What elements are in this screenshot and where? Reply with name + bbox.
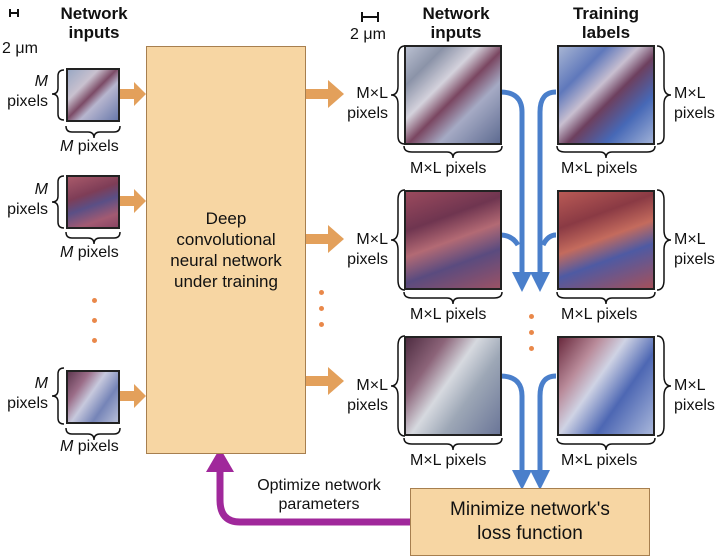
right-row2-width-label: M×L pixels — [410, 306, 487, 323]
labels-row2-width-label: M×L pixels — [561, 306, 638, 323]
feedback-arrow — [216, 468, 410, 526]
labels-row1-width-label: M×L pixels — [561, 160, 638, 177]
output-input-tile-1 — [404, 45, 502, 145]
label-tile-3 — [557, 336, 655, 436]
header-training-labels: Training labels — [572, 4, 640, 42]
blue-line-input-1 — [499, 89, 532, 292]
optimize-parameters-label: Optimize network parameters — [257, 477, 381, 513]
header-right-network-inputs: Network inputs — [422, 4, 490, 42]
feedback-arrowhead — [206, 448, 234, 472]
labels-row3-width-label: M×L pixels — [561, 452, 638, 469]
ellipsis-dot — [529, 330, 534, 335]
blue-line-label-3 — [530, 373, 557, 490]
ellipsis-dot — [92, 338, 97, 343]
orange-arrow-1 — [120, 82, 146, 106]
orange-arrow-3 — [120, 384, 146, 408]
input-to-network-arrows — [120, 80, 344, 408]
ellipsis-dot — [319, 290, 324, 295]
orange-arrow-2 — [120, 189, 146, 213]
header-left-network-inputs: Network inputs — [60, 4, 128, 42]
blue-line-label-2 — [540, 232, 557, 247]
ellipsis-dot — [92, 298, 97, 303]
blue-line-label-1 — [530, 89, 557, 292]
ellipsis-dot — [529, 346, 534, 351]
output-input-tile-3 — [404, 336, 502, 436]
ellipsis-dot — [92, 318, 97, 323]
ellipsis-dot — [319, 306, 324, 311]
label-tile-2 — [557, 190, 655, 290]
blue-line-input-3 — [499, 373, 532, 490]
orange-arrow-6 — [306, 367, 344, 395]
left-row3-width-label: M pixels — [60, 438, 119, 455]
right-row1-width-label: M×L pixels — [410, 160, 487, 177]
orange-arrow-5 — [306, 225, 344, 253]
ellipsis-dot — [529, 314, 534, 319]
loss-function-box: Minimize network's loss function — [410, 488, 650, 556]
network-box: Deep convolutional neural network under … — [146, 46, 306, 454]
left-row1-width-label: M pixels — [60, 138, 119, 155]
right-row3-width-label: M×L pixels — [410, 452, 487, 469]
ellipsis-dot — [319, 322, 324, 327]
output-input-tile-2 — [404, 190, 502, 290]
input-tile-3 — [66, 370, 120, 424]
orange-arrow-4 — [306, 80, 344, 108]
scale-bar-marks — [9, 9, 379, 22]
label-tile-1 — [557, 45, 655, 145]
input-tile-1 — [66, 68, 120, 122]
scale-bar-left-label: 2 μm — [2, 40, 38, 57]
left-row2-width-label: M pixels — [60, 244, 119, 261]
blue-flow-arrows — [499, 89, 557, 490]
blue-line-input-2 — [499, 232, 521, 247]
scale-bar-right-label: 2 μm — [350, 26, 386, 43]
input-tile-2 — [66, 175, 120, 229]
braces — [51, 45, 672, 451]
